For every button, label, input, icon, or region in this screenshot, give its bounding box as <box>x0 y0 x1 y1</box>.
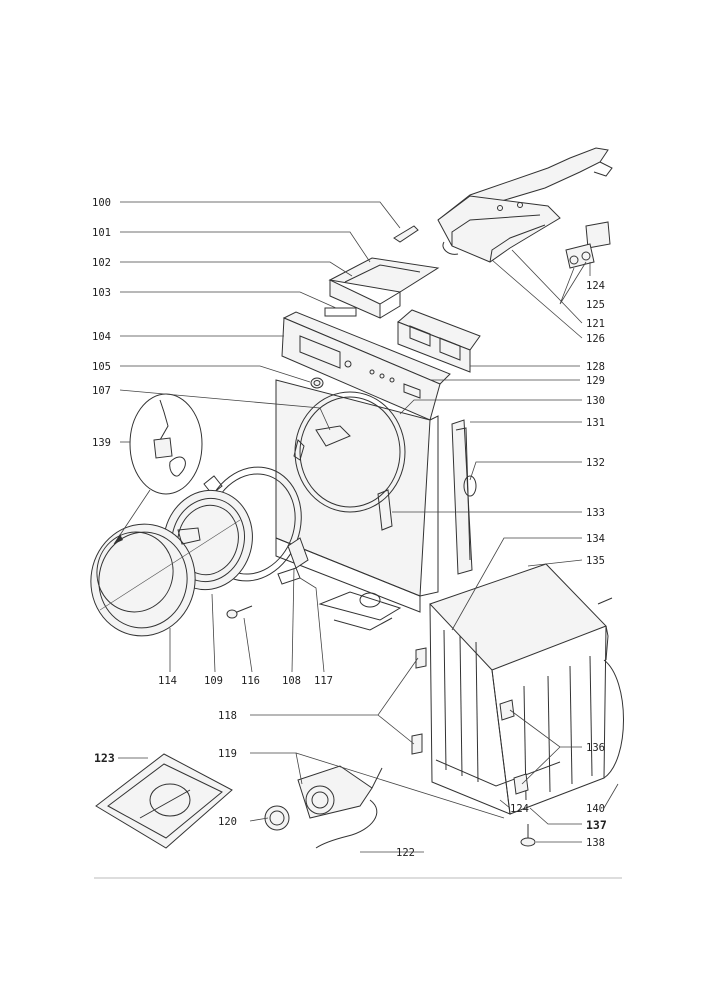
label-108: 108 <box>282 675 301 687</box>
label-125: 125 <box>586 299 605 311</box>
label-129: 129 <box>586 375 605 387</box>
part-labels: 100 101 102 103 104 105 107 139 114 109 … <box>92 197 607 859</box>
label-126: 126 <box>586 333 605 345</box>
label-100: 100 <box>92 197 111 209</box>
label-124-cabinet: 124 <box>510 803 529 815</box>
label-123: 123 <box>94 751 115 765</box>
label-118: 118 <box>218 710 237 722</box>
foot-part <box>520 824 536 847</box>
base-frame-part <box>95 753 233 849</box>
label-102: 102 <box>92 257 111 269</box>
front-panel-part <box>275 379 439 631</box>
label-119: 119 <box>218 748 237 760</box>
label-101: 101 <box>92 227 111 239</box>
label-124-valve: 124 <box>586 280 605 292</box>
label-137: 137 <box>586 818 607 832</box>
label-103: 103 <box>92 287 111 299</box>
label-130: 130 <box>586 395 605 407</box>
label-138: 138 <box>586 837 605 849</box>
control-panel-part <box>281 311 451 421</box>
label-120: 120 <box>218 816 237 828</box>
knob-part <box>310 377 324 389</box>
label-104: 104 <box>92 331 111 343</box>
screw-part <box>226 605 253 619</box>
label-128: 128 <box>586 361 605 373</box>
electronic-module-part <box>397 309 481 373</box>
side-rail-part <box>451 419 477 575</box>
label-109: 109 <box>204 675 223 687</box>
top-rail-part <box>437 147 613 263</box>
label-117: 117 <box>314 675 333 687</box>
label-134: 134 <box>586 533 605 545</box>
label-121: 121 <box>586 318 605 330</box>
label-132: 132 <box>586 457 605 469</box>
label-131: 131 <box>586 417 605 429</box>
inlet-valve-part <box>565 221 611 269</box>
label-116: 116 <box>241 675 260 687</box>
detergent-drawer-part <box>324 225 440 319</box>
label-136: 136 <box>586 742 605 754</box>
label-114: 114 <box>158 675 177 687</box>
label-135: 135 <box>586 555 605 567</box>
label-139: 139 <box>92 437 111 449</box>
door-outer-part <box>90 519 241 637</box>
bracket-parts <box>411 647 529 795</box>
label-122: 122 <box>396 847 415 859</box>
drain-pump-part <box>264 765 383 849</box>
label-133: 133 <box>586 507 605 519</box>
label-140: 140 <box>586 803 605 815</box>
label-105: 105 <box>92 361 111 373</box>
leader-lines <box>118 201 619 853</box>
label-107: 107 <box>92 385 111 397</box>
